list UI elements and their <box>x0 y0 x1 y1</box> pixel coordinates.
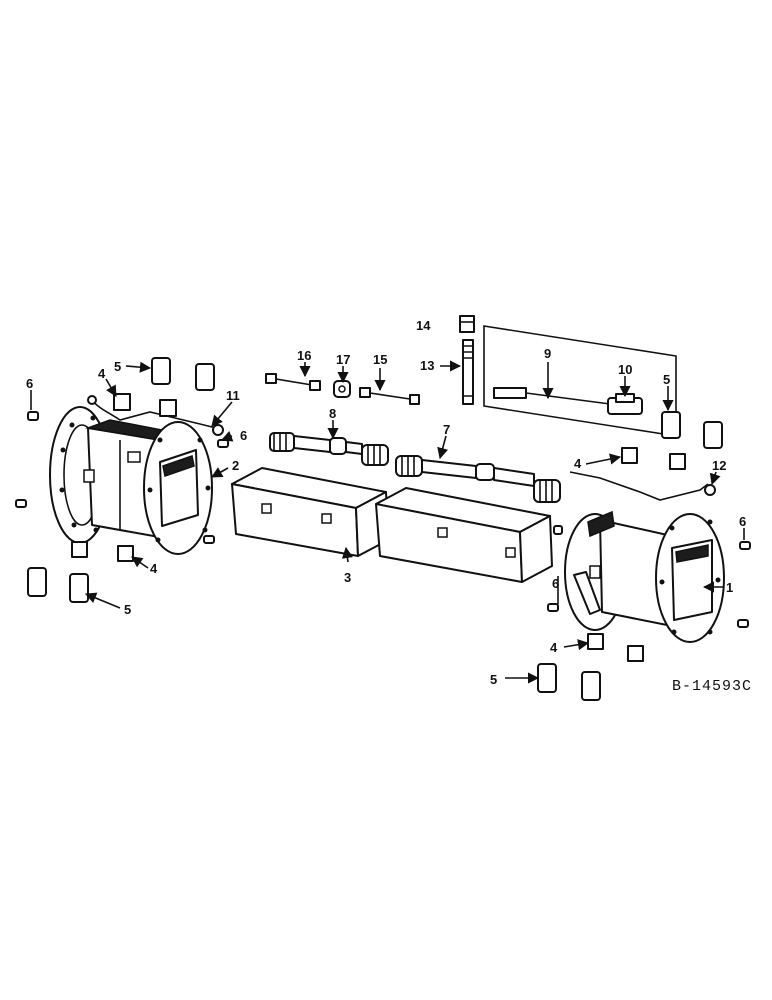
callout-6-right: 6 <box>739 514 746 529</box>
nut-14 <box>459 315 475 333</box>
callout-4-right: 4 <box>574 456 582 471</box>
callout-5-top-left: 5 <box>114 359 121 374</box>
block-4-bottom-right-b <box>627 645 644 662</box>
saddle-5-bottom-right-b <box>581 671 601 701</box>
block-4-top-right-b <box>669 453 686 470</box>
axle-tube-right-section <box>375 487 553 583</box>
callout-6-center-right: 6 <box>552 576 559 591</box>
callout-8: 8 <box>329 406 336 421</box>
oil-line-11-end <box>87 395 97 405</box>
saddle-5-bottom-right-a <box>537 663 557 693</box>
callout-11: 11 <box>226 388 240 403</box>
callout-5-bottom-right: 5 <box>490 672 497 687</box>
block-4-bottom-left-a <box>71 541 88 558</box>
bushing-17 <box>333 380 351 398</box>
callout-4-top-left: 4 <box>98 366 106 381</box>
callout-14: 14 <box>416 318 431 333</box>
pin-6-a <box>27 411 39 421</box>
callout-13: 13 <box>420 358 434 373</box>
oil-line-11-fitting <box>212 424 224 436</box>
bolt-16 <box>265 373 321 391</box>
callout-12: 12 <box>712 458 726 473</box>
saddle-5-top-left-a <box>151 357 171 385</box>
callout-17: 17 <box>336 352 350 367</box>
pin-6-c <box>15 499 27 508</box>
block-4-top-left <box>113 393 131 411</box>
drive-shaft-8 <box>269 432 389 466</box>
bracket-10 <box>607 393 643 415</box>
drive-shaft-7 <box>395 455 561 503</box>
block-4-top-right <box>621 447 638 464</box>
block-4-bottom-left-b <box>117 545 134 562</box>
callout-9: 9 <box>544 346 551 361</box>
oil-line-12 <box>569 471 709 501</box>
right-axle-housing <box>564 510 725 643</box>
linkage-rod-9 <box>493 387 611 405</box>
block-4-top-left-b <box>159 399 177 417</box>
saddle-5-top-right-a <box>661 411 681 439</box>
cover-plate-outline <box>483 325 677 437</box>
pin-6-d <box>203 535 215 544</box>
pin-6-h <box>553 525 563 535</box>
callout-5-top-right: 5 <box>663 372 670 387</box>
callout-16: 16 <box>297 348 311 363</box>
leader-lines <box>30 360 745 684</box>
callout-labels: 1 2 3 4 4 4 4 5 5 5 5 6 6 6 6 7 8 9 10 1… <box>26 318 746 687</box>
callout-4-bottom-right: 4 <box>550 640 558 655</box>
callout-15: 15 <box>373 352 387 367</box>
saddle-5-bottom-left-b <box>69 573 89 603</box>
drawing-number: B-14593C <box>672 678 753 695</box>
pin-6-e <box>739 541 751 550</box>
callout-2: 2 <box>232 458 239 473</box>
callout-7: 7 <box>443 422 450 437</box>
left-axle-housing <box>49 406 213 555</box>
callout-5-bottom-left: 5 <box>124 602 131 617</box>
pin-6-f <box>547 603 559 612</box>
bolt-15 <box>359 387 420 405</box>
pin-6-g <box>737 619 749 628</box>
axle-tube-left-section <box>231 467 389 557</box>
block-4-bottom-right-a <box>587 633 604 650</box>
callout-4-bottom-left: 4 <box>150 561 158 576</box>
callout-10: 10 <box>618 362 632 377</box>
stud-13 <box>462 339 474 405</box>
callout-3: 3 <box>344 570 351 585</box>
callout-6-top-left: 6 <box>26 376 33 391</box>
saddle-5-top-right-b <box>703 421 723 449</box>
pin-6-b <box>217 439 229 448</box>
oil-line-12-fitting <box>704 484 716 496</box>
saddle-5-bottom-left-a <box>27 567 47 597</box>
callout-1: 1 <box>726 580 733 595</box>
saddle-5-top-left-b <box>195 363 215 391</box>
callout-6-middle-left: 6 <box>240 428 247 443</box>
